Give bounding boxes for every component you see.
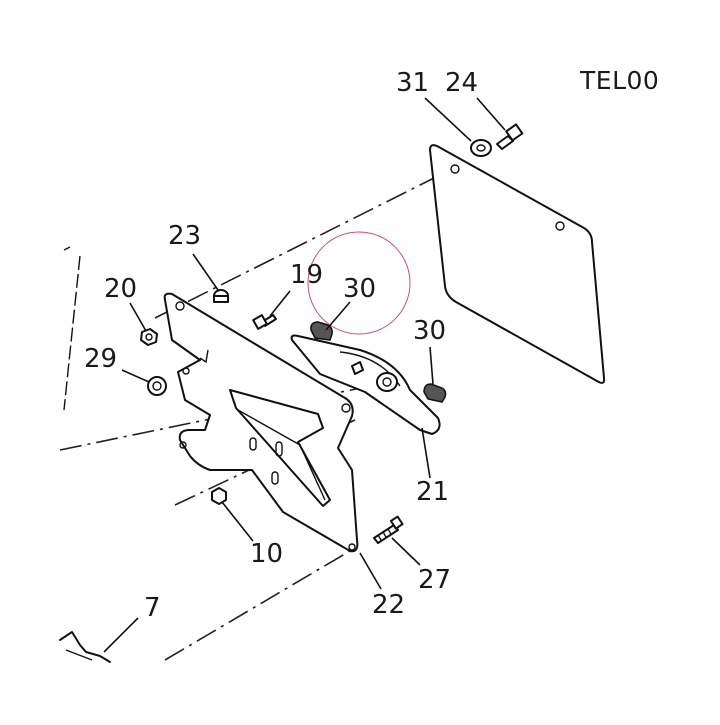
callout-7: 7 (144, 593, 161, 623)
callout-10: 10 (250, 539, 283, 569)
leader-lines (103, 97, 506, 653)
partial-frame-lines (63, 246, 81, 411)
callout-19: 19 (290, 260, 323, 290)
highlight-circle (307, 231, 411, 335)
nut-20 (140, 328, 158, 346)
partial-part-7 (59, 631, 111, 663)
bolt-19 (252, 314, 277, 330)
washer-31 (470, 139, 492, 157)
callout-22: 22 (372, 590, 405, 620)
callout-30-upper: 30 (343, 274, 376, 304)
callout-24: 24 (445, 68, 478, 98)
callout-20: 20 (104, 274, 137, 304)
mounting-bracket-22 (163, 292, 359, 553)
license-plate (429, 144, 606, 384)
callout-21: 21 (416, 477, 449, 507)
bolt-27 (373, 515, 404, 544)
callout-23: 23 (168, 221, 201, 251)
rubber-pads-30 (310, 321, 447, 403)
spacer-23 (213, 289, 229, 303)
grommet-29 (147, 376, 167, 396)
drawing-code: TEL00 (579, 66, 659, 95)
bolt-24 (496, 123, 524, 150)
nut-10 (211, 487, 227, 505)
callout-29: 29 (84, 344, 117, 374)
callout-31: 31 (396, 68, 429, 98)
callout-27: 27 (418, 565, 451, 595)
callout-30-lower: 30 (413, 316, 446, 346)
light-bracket-21 (290, 334, 441, 435)
callout-labels: 31 24 23 19 20 30 30 29 21 10 27 22 7 (84, 68, 478, 623)
